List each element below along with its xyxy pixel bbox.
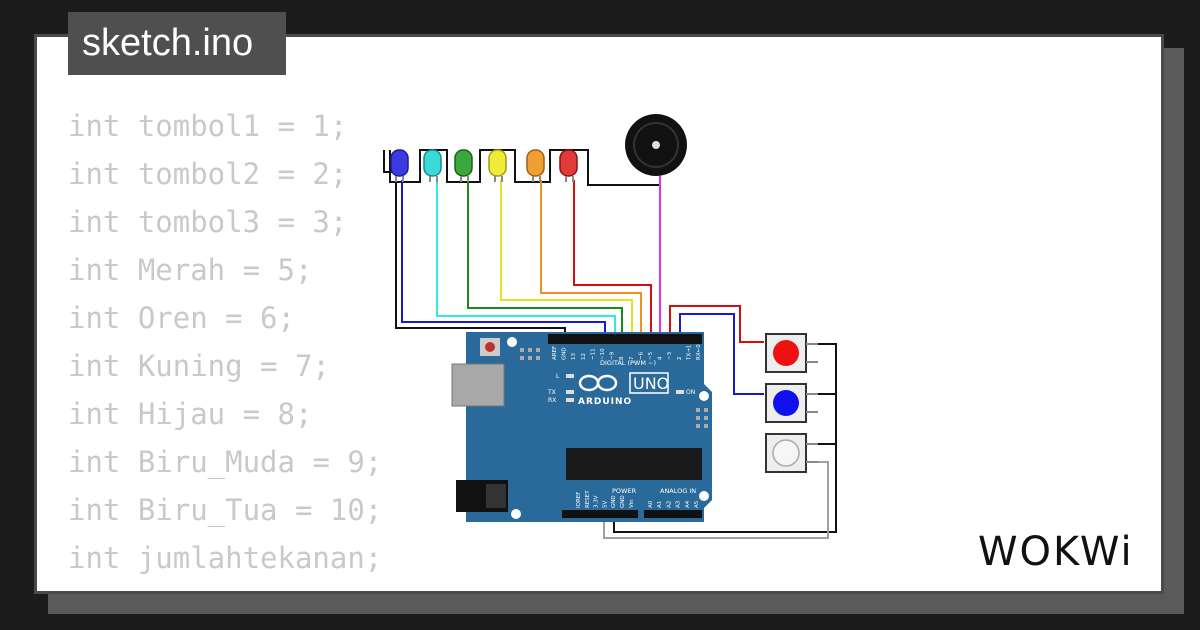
wire-button-blue — [679, 313, 764, 395]
wire-button-ground — [613, 343, 837, 533]
pin-label: ~3 — [667, 351, 673, 360]
pin-label: RESET — [585, 490, 591, 508]
pin-label: TX→1 — [686, 345, 692, 361]
led-red[interactable] — [559, 149, 578, 182]
push-button-red[interactable] — [765, 333, 818, 373]
code-preview: int tombol1 = 1; int tombol2 = 2; int tomb… — [68, 102, 382, 582]
tx-label: TX — [547, 389, 556, 396]
usb-port — [451, 363, 505, 407]
led-cyan[interactable] — [423, 149, 442, 182]
pin-label: GND — [620, 495, 626, 508]
pin-label: IOREF — [576, 492, 582, 508]
pin-label: 13 — [571, 353, 577, 360]
pin-label: A4 — [685, 500, 691, 508]
pin-label: GND — [562, 347, 568, 360]
led-yellow[interactable] — [488, 149, 507, 182]
board-gnd-wire — [383, 150, 566, 336]
wire-red — [573, 180, 652, 336]
pin-label: ~10 — [600, 348, 606, 360]
pin-label: A0 — [648, 500, 654, 508]
pin-label: RX←0 — [696, 344, 702, 360]
code-line: int jumlahtekanan; — [68, 541, 383, 575]
code-line: int Biru_Muda = 9; — [68, 445, 383, 479]
arduino-uno-board[interactable]: UNO ARDUINO DIGITAL (PWM ~) POWER ANALOG… — [451, 332, 712, 522]
code-line: int tombol2 = 2; — [68, 157, 348, 191]
digital-pins-label: DIGITAL (PWM ~) — [600, 359, 656, 367]
arduino-infinity-logo — [578, 374, 618, 392]
analog-in-label: ANALOG IN — [660, 487, 696, 495]
pin-label: 12 — [581, 353, 587, 360]
pin-label: ~9 — [610, 351, 616, 360]
pin-label: 3.3V — [594, 495, 600, 508]
led-green[interactable] — [454, 149, 473, 182]
pin-label: 2 — [677, 357, 683, 361]
pin-label: A2 — [666, 501, 672, 508]
push-button-blue[interactable] — [765, 383, 818, 423]
code-line: int tombol3 = 3; — [68, 205, 348, 239]
pin-label: 4 — [658, 356, 664, 360]
code-line: int Kuning = 7; — [68, 349, 330, 383]
wire-blue — [401, 180, 606, 336]
sketch-file-tab[interactable]: sketch.ino — [68, 12, 286, 75]
wire-orange — [540, 180, 642, 336]
atmega-chip — [566, 448, 702, 480]
power-label: POWER — [612, 487, 637, 495]
buzzer[interactable] — [625, 114, 687, 176]
code-line: int Oren = 6; — [68, 301, 295, 335]
rx-label: RX — [548, 397, 556, 404]
pin-label: 8 — [619, 356, 625, 360]
wire-button-white — [603, 461, 829, 539]
code-line: int tombol1 = 1; — [68, 109, 348, 143]
wokwi-logo: WOKWi — [978, 529, 1134, 575]
pin-label: A5 — [694, 500, 700, 508]
pin-label: A1 — [657, 501, 663, 508]
on-label: ON — [686, 389, 695, 396]
pin-label: 5V — [602, 501, 608, 508]
wire-yellow — [500, 180, 633, 336]
pin-label: Vin — [629, 499, 635, 508]
pin-label: GND — [611, 495, 617, 508]
code-line: int Merah = 5; — [68, 253, 313, 287]
code-line: int Hijau = 8; — [68, 397, 313, 431]
code-line: int Biru_Tua = 10; — [68, 493, 383, 527]
led-orange[interactable] — [526, 149, 545, 182]
wire-button-red — [669, 305, 764, 343]
board-model-label: UNO — [633, 374, 669, 393]
pin-label: AREF — [552, 346, 558, 360]
pin-label: 7 — [629, 356, 635, 360]
pin-label: A3 — [676, 500, 682, 508]
led-blue[interactable] — [390, 149, 409, 182]
pin-label: ~11 — [590, 348, 596, 360]
board-brand-label: ARDUINO — [578, 397, 632, 407]
push-button-white[interactable] — [765, 433, 818, 473]
pin-label: ~5 — [648, 351, 654, 360]
wire-cyan — [436, 180, 616, 336]
l-label: L — [556, 373, 560, 380]
wire-green — [467, 180, 623, 336]
pin-label: ~6 — [638, 351, 644, 360]
